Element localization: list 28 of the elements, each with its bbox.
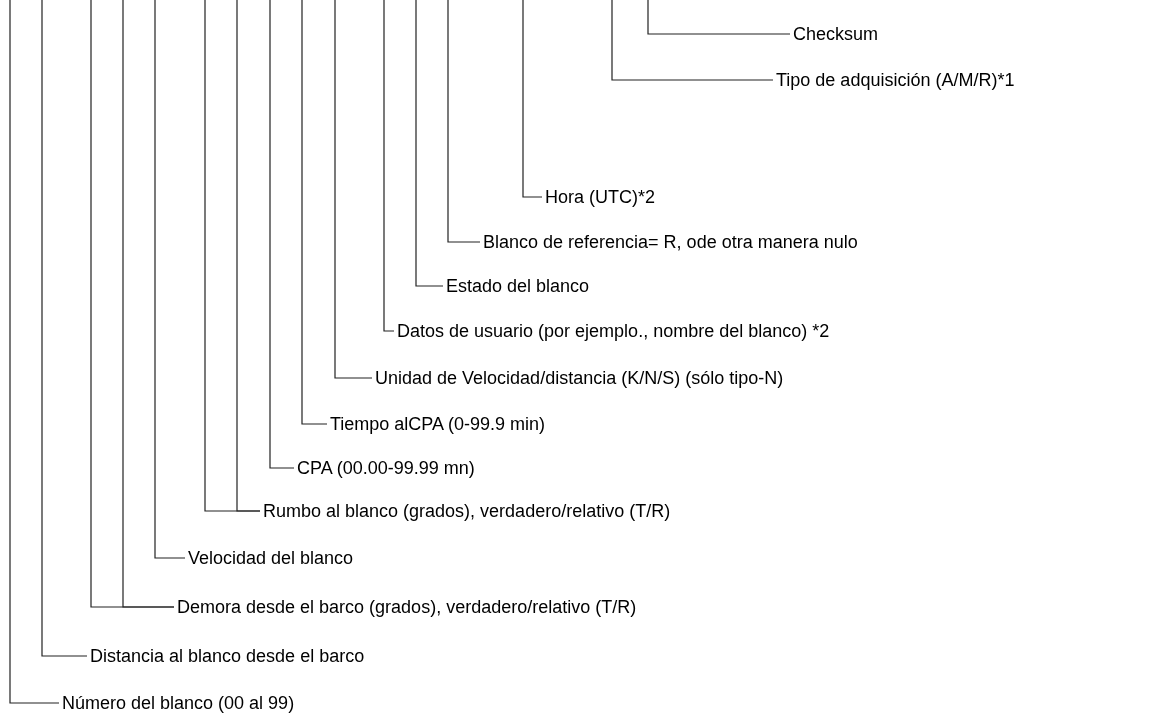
leader-line: [383, 0, 395, 332]
field-label: Estado del blanco: [446, 276, 590, 296]
leader-line: [301, 0, 328, 425]
field-label: CPA (00.00-99.99 mn): [297, 458, 475, 478]
leader-line: [122, 0, 175, 608]
field-label: Datos de usuario (por ejemplo., nombre del blanco) *2: [397, 321, 830, 341]
field-label: Velocidad del blanco: [188, 548, 354, 568]
leader-line: [447, 0, 481, 243]
field-label: Blanco de referencia= R, ode otra manera nulo: [483, 232, 858, 252]
field-label: Checksum: [793, 24, 879, 44]
field-label: Número del blanco (00 al 99): [62, 693, 295, 713]
field-label: Hora (UTC)*2: [545, 187, 655, 207]
field-label: Demora desde el barco (grados), verdadero/relativo (T/R): [177, 597, 637, 617]
leader-line: [9, 0, 60, 704]
leader-line: [647, 0, 791, 35]
field-label: Tiempo alCPA (0-99.9 min): [330, 414, 546, 434]
leader-line: [522, 0, 543, 198]
leader-line: [334, 0, 373, 379]
leader-line: [154, 0, 186, 559]
leader-line: [236, 0, 261, 512]
field-label: Rumbo al blanco (grados), verdadero/relativo (T/R): [263, 501, 671, 521]
field-label: Unidad de Velocidad/distancia (K/N/S) (sólo tipo-N): [375, 368, 784, 388]
field-label: Distancia al blanco desde el barco: [90, 646, 365, 666]
leader-line: [269, 0, 295, 469]
field-label: Tipo de adquisición (A/M/R)*1: [776, 70, 1015, 90]
leader-line: [611, 0, 774, 81]
leader-line: [415, 0, 444, 287]
leader-line: [41, 0, 88, 657]
